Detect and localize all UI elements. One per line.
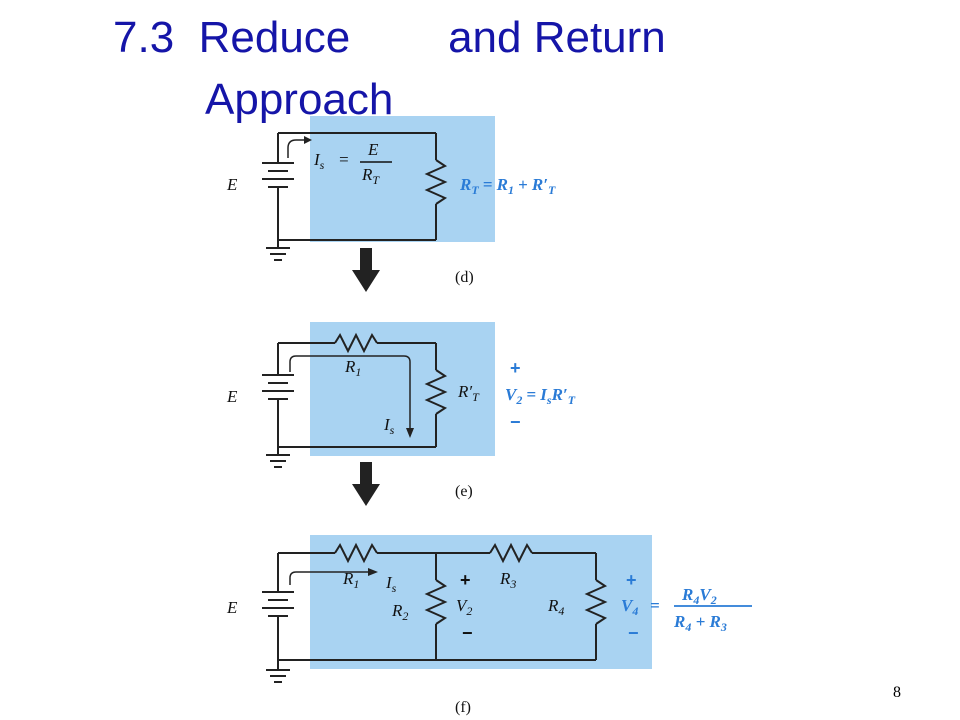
resistor-r1 (334, 332, 378, 354)
current-arrow (287, 139, 306, 158)
battery-symbol (262, 553, 294, 660)
minus-sign: − (510, 412, 521, 432)
v4-minus-sign: − (628, 623, 639, 643)
resistor-rt (424, 159, 448, 205)
r1-label: R1 (342, 569, 359, 591)
r1-label: R1 (344, 357, 361, 379)
slide-title-line2: Approach (205, 75, 394, 124)
down-arrow-icon (352, 248, 380, 292)
caption-d: (d) (455, 269, 474, 286)
v2-equation: V2= IsR′T (505, 385, 576, 407)
rt-equation: RT= R1+ R′T (459, 175, 556, 197)
ground-symbol (266, 660, 290, 683)
page-number: 8 (893, 684, 901, 701)
resistor-r1 (334, 542, 378, 564)
source-label: E (226, 175, 238, 194)
slide-title-line1: 7.3 Reduce and Return (113, 13, 666, 62)
fraction-denominator: RT (361, 165, 380, 187)
v4-fraction-numerator: R4V2 (681, 585, 717, 607)
current-arrow (289, 571, 370, 585)
fraction-numerator: E (367, 140, 379, 159)
source-label: E (226, 598, 238, 617)
circuit-f: E R1 Is R2 + V2 − R3 R4 + V4 − = R4V2 R4… (226, 535, 752, 716)
rt-prime-label: R′T (457, 382, 480, 404)
caption-f: (f) (455, 699, 471, 716)
resistor-rt-prime (424, 369, 448, 415)
v2-label: V2 (456, 596, 472, 618)
v4-equals: = (650, 596, 660, 615)
shaded-region-d (310, 116, 495, 242)
current-arrow (289, 355, 411, 430)
shaded-region-e (310, 322, 495, 456)
equals-sign: = (338, 150, 349, 169)
v4-plus-sign: + (626, 570, 637, 590)
r3-label: R3 (499, 569, 516, 591)
ground-symbol (266, 447, 290, 468)
battery-symbol (262, 343, 294, 447)
resistor-r4 (584, 579, 608, 625)
source-label: E (226, 387, 238, 406)
ground-symbol (266, 240, 290, 261)
is-label: Is (383, 415, 395, 437)
v4-label: V4 (621, 596, 638, 618)
v4-fraction-denominator: R4 + R3 (673, 612, 727, 634)
down-arrow-icon (352, 462, 380, 506)
plus-sign: + (510, 358, 521, 378)
r2-label: R2 (391, 601, 408, 623)
resistor-r3 (489, 542, 533, 564)
is-label: Is (385, 573, 397, 595)
circuit-e: E R1 R′T Is + V2= IsR′T − (e) (226, 322, 576, 500)
v2-plus-sign: + (460, 570, 471, 590)
battery-symbol (262, 133, 294, 240)
v2-minus-sign: − (462, 623, 473, 643)
current-is-label: Is (313, 150, 325, 172)
caption-e: (e) (455, 483, 473, 500)
resistor-r2 (424, 579, 448, 625)
circuit-d: E Is = E RT RT= R1+ R′T (d) (226, 116, 556, 286)
r4-label: R4 (547, 596, 564, 618)
